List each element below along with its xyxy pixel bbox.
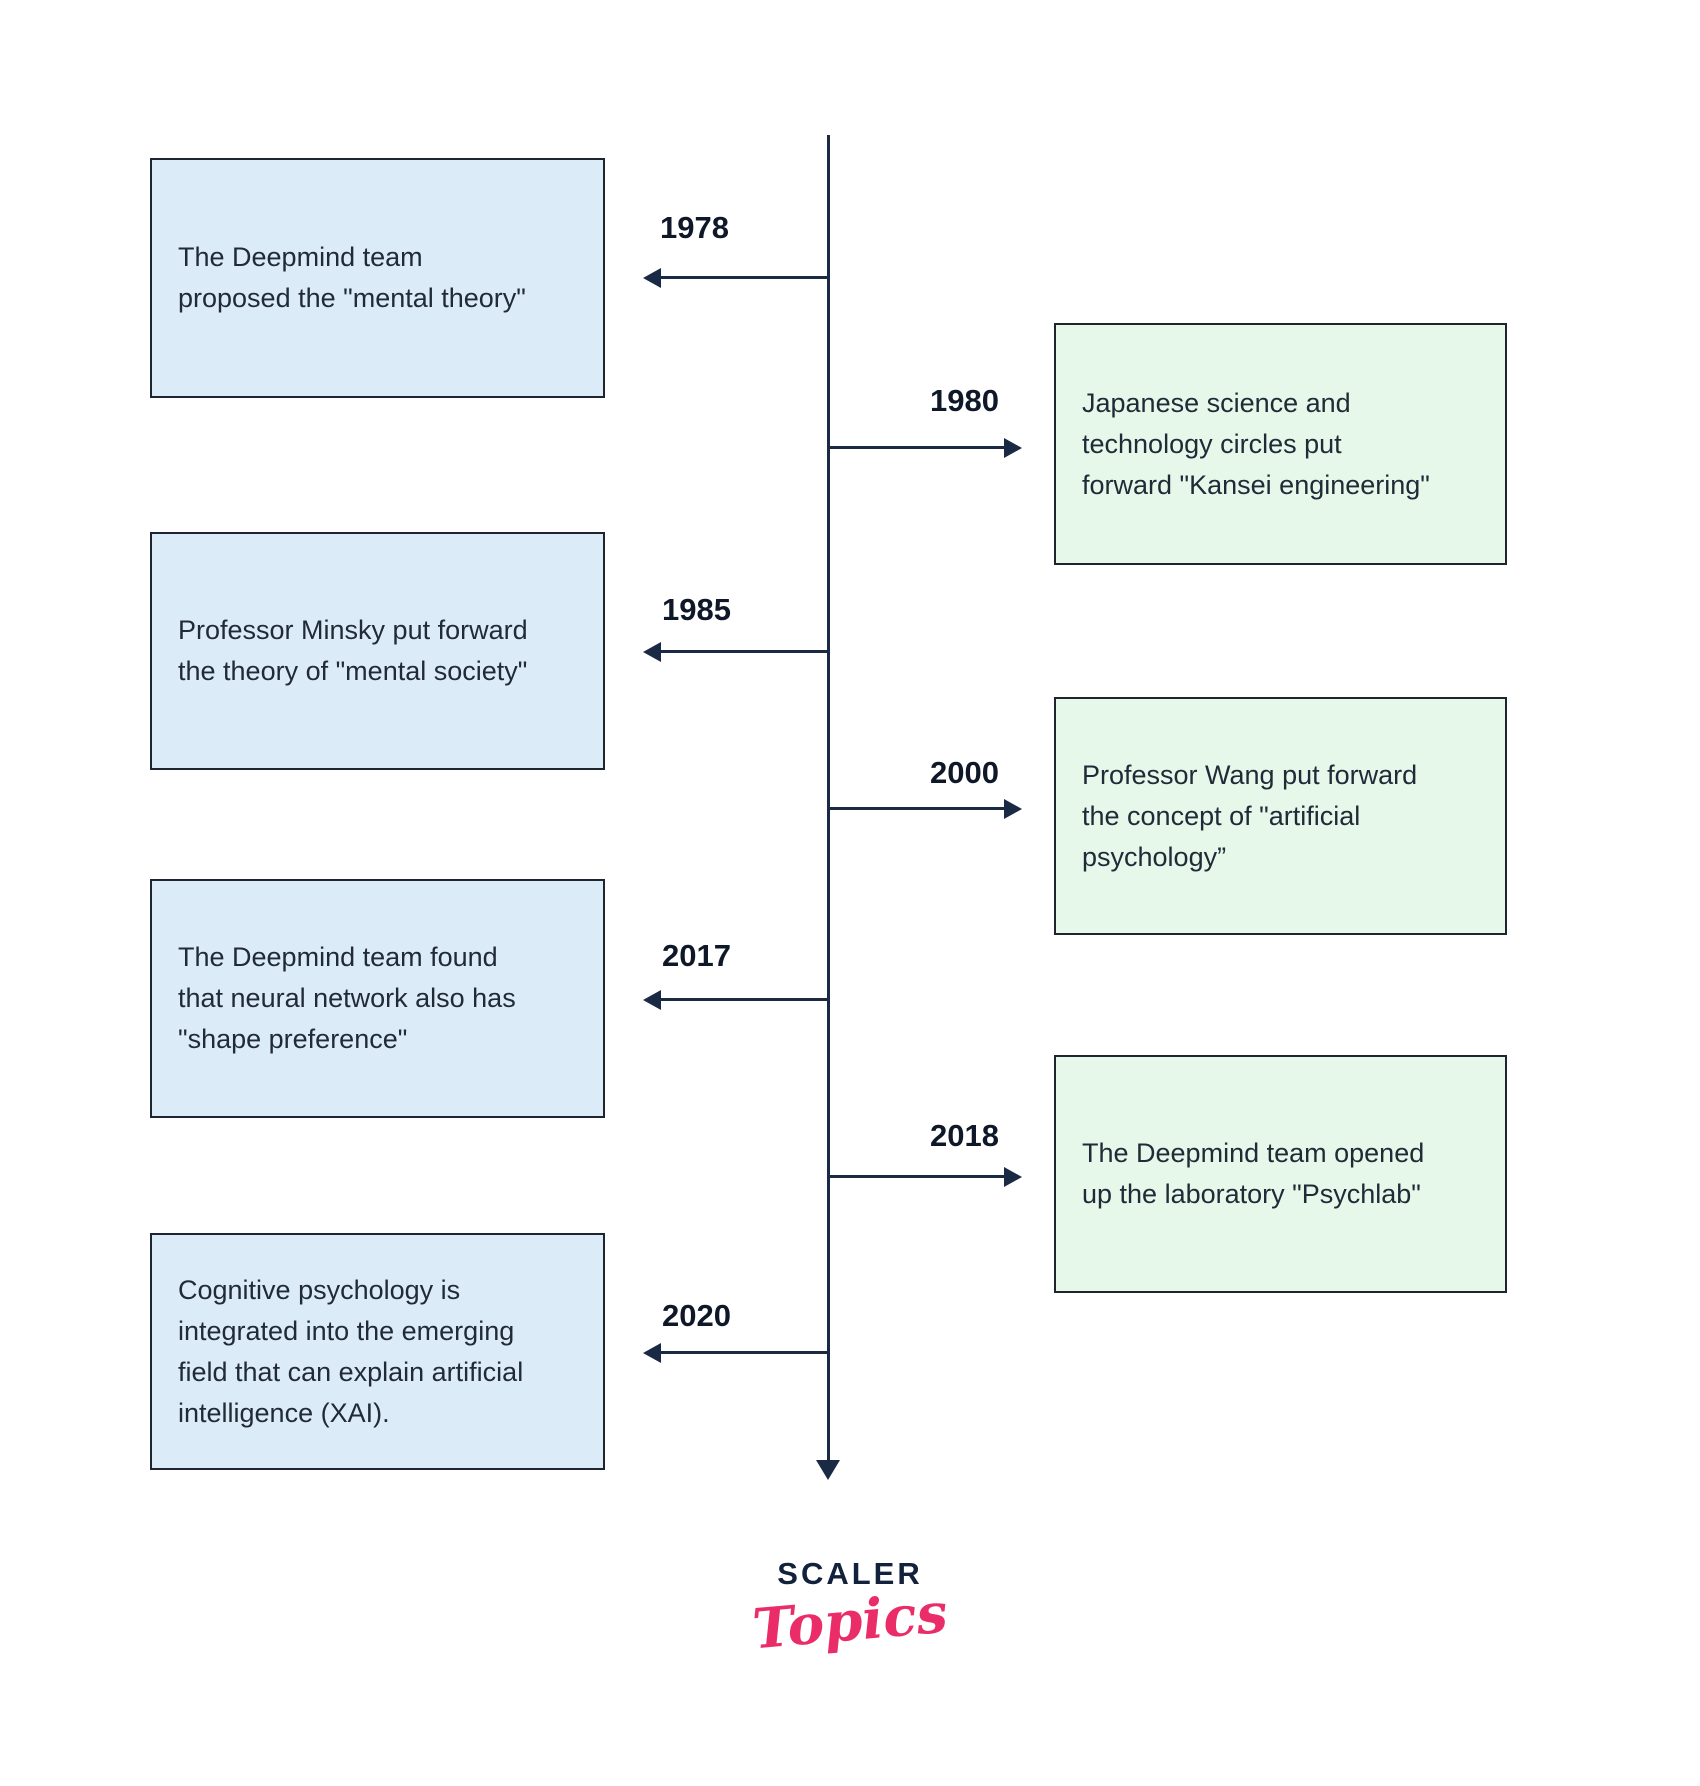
event-box-2020: Cognitive psychology is integrated into …: [150, 1233, 605, 1470]
arrow-left-icon-2017: [643, 990, 830, 1010]
arrowhead-icon: [1004, 438, 1022, 458]
year-label-2020: 2020: [662, 1298, 731, 1333]
arrow-shaft: [830, 1175, 1008, 1178]
arrowhead-icon: [643, 1343, 661, 1363]
arrow-shaft: [657, 1351, 830, 1354]
year-label-2000: 2000: [930, 755, 999, 790]
year-label-2018: 2018: [930, 1118, 999, 1153]
event-text-1980: Japanese science and technology circles …: [1082, 387, 1430, 500]
event-text-1985: Professor Minsky put forward the theory …: [178, 615, 528, 686]
scaler-logo-brand-text: SCALER: [777, 1556, 923, 1591]
year-label-1978: 1978: [660, 210, 729, 245]
arrow-shaft: [657, 276, 830, 279]
arrow-left-icon-2020: [643, 1343, 830, 1363]
arrow-right-icon-2000: [830, 799, 1022, 819]
arrowhead-icon: [643, 268, 661, 288]
event-box-2017: The Deepmind team found that neural netw…: [150, 879, 605, 1118]
arrow-left-icon-1985: [643, 642, 830, 662]
arrow-shaft: [830, 807, 1008, 810]
event-box-2000: Professor Wang put forward the concept o…: [1054, 697, 1507, 935]
arrow-right-icon-1980: [830, 438, 1022, 458]
axis-arrowhead-icon: [816, 1460, 840, 1480]
arrow-right-icon-2018: [830, 1167, 1022, 1187]
year-label-1985: 1985: [662, 592, 731, 627]
event-text-2020: Cognitive psychology is integrated into …: [178, 1274, 524, 1428]
event-text-1978: The Deepmind team proposed the "mental t…: [178, 242, 526, 313]
event-text-2000: Professor Wang put forward the concept o…: [1082, 759, 1418, 872]
arrow-shaft: [657, 650, 830, 653]
arrowhead-icon: [1004, 799, 1022, 819]
timeline-axis: [827, 135, 830, 1462]
arrowhead-icon: [643, 990, 661, 1010]
year-label-1980: 1980: [930, 383, 999, 418]
event-text-2018: The Deepmind team opened up the laborato…: [1082, 1138, 1425, 1209]
event-box-1980: Japanese science and technology circles …: [1054, 323, 1507, 565]
event-text-2017: The Deepmind team found that neural netw…: [178, 942, 516, 1054]
event-box-2018: The Deepmind team opened up the laborato…: [1054, 1055, 1507, 1293]
arrow-left-icon-1978: [643, 268, 830, 288]
arrow-shaft: [830, 446, 1008, 449]
event-box-1985: Professor Minsky put forward the theory …: [150, 532, 605, 770]
year-label-2017: 2017: [662, 938, 731, 973]
arrowhead-icon: [643, 642, 661, 662]
arrowhead-icon: [1004, 1167, 1022, 1187]
event-box-1978: The Deepmind team proposed the "mental t…: [150, 158, 605, 398]
arrow-shaft: [657, 998, 830, 1001]
